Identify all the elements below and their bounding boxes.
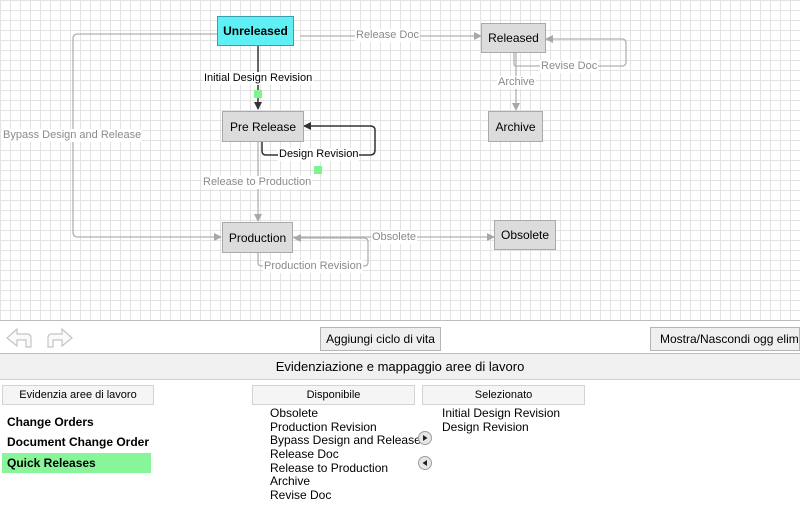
edge-label-obsolete: Obsolete <box>371 231 418 244</box>
redo-arrow-icon[interactable] <box>45 326 75 350</box>
edge-handle-initial-design-revision[interactable] <box>254 90 262 98</box>
available-list-item[interactable]: Revise Doc <box>270 488 332 502</box>
show-hide-deleted-button[interactable]: Mostra/Nascondi ogg elimin <box>650 327 800 351</box>
workspace-item-selected[interactable]: Quick Releases <box>2 453 151 473</box>
available-list-item[interactable]: Release Doc <box>270 447 339 461</box>
edge-revise-doc[interactable] <box>513 35 627 67</box>
edge-production-revision[interactable] <box>257 234 369 267</box>
available-list-item[interactable]: Bypass Design and Release <box>270 433 421 447</box>
node-archive[interactable]: Archive <box>488 111 543 142</box>
selected-column-header: Selezionato <box>422 385 585 405</box>
edge-label-release-to-production: Release to Production <box>202 176 313 189</box>
edge-label-design-revision: Design Revision <box>278 148 360 161</box>
selected-list-item[interactable]: Initial Design Revision <box>442 406 561 420</box>
edge-label-initial-design-revision: Initial Design Revision <box>203 72 314 85</box>
workspace-item[interactable]: Change Orders <box>7 415 94 429</box>
node-released[interactable]: Released <box>481 23 546 53</box>
edge-label-bypass: Bypass Design and Release <box>2 129 143 142</box>
diagram-edges <box>72 32 627 267</box>
node-pre-release[interactable]: Pre Release <box>222 111 304 142</box>
lifecycle-diagram-canvas[interactable]: Unreleased Released Pre Release Archive … <box>0 0 800 320</box>
arrow-right-icon[interactable] <box>418 431 432 445</box>
node-obsolete[interactable]: Obsolete <box>494 220 556 250</box>
selected-list-item[interactable]: Design Revision <box>442 420 529 434</box>
arrow-left-icon[interactable] <box>418 456 432 470</box>
edge-label-revise-doc: Revise Doc <box>540 60 599 73</box>
available-column-header: Disponibile <box>252 385 415 405</box>
available-list-item[interactable]: Release to Production <box>270 461 389 475</box>
edge-handle-design-revision[interactable] <box>314 166 322 174</box>
edge-label-archive: Archive <box>497 76 536 89</box>
available-list-item[interactable]: Production Revision <box>270 420 377 434</box>
edge-label-release-doc: Release Doc <box>355 29 420 42</box>
edge-design-revision[interactable] <box>261 122 376 156</box>
toolbar: Aggiungi ciclo di vita Mostra/Nascondi o… <box>0 320 800 354</box>
edge-label-production-revision: Production Revision <box>263 260 363 273</box>
panel-title: Evidenziazione e mappaggio aree di lavor… <box>0 354 800 380</box>
workspace-column-header: Evidenzia aree di lavoro <box>2 385 154 405</box>
workspace-item[interactable]: Document Change Order <box>7 435 150 449</box>
available-list-item[interactable]: Obsolete <box>270 406 319 420</box>
available-list-item[interactable]: Archive <box>270 474 311 488</box>
node-unreleased[interactable]: Unreleased <box>217 16 294 46</box>
add-lifecycle-button[interactable]: Aggiungi ciclo di vita <box>320 327 441 351</box>
node-production[interactable]: Production <box>222 222 293 253</box>
undo-arrow-icon[interactable] <box>4 326 34 350</box>
